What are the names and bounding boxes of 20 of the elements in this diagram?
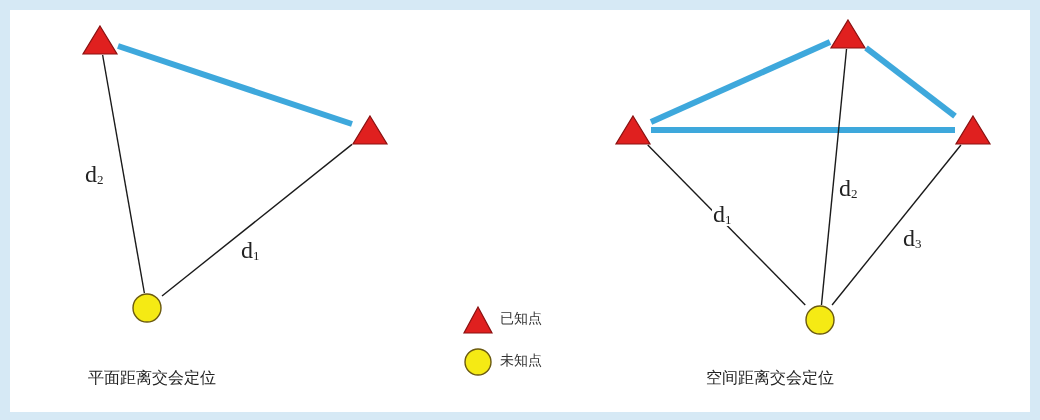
- diagram-caption: 空间距离交会定位: [706, 368, 834, 389]
- known-point-triangle: [82, 25, 118, 55]
- diagram-caption: 平面距离交会定位: [88, 368, 216, 389]
- baseline-line: [651, 127, 955, 133]
- known-point-triangle: [352, 115, 388, 145]
- legend-label: 未知点: [500, 352, 542, 370]
- distance-line: [161, 143, 353, 297]
- baseline-line: [864, 45, 957, 119]
- known-point-triangle: [955, 115, 991, 145]
- baseline-line: [649, 39, 832, 125]
- unknown-point-circle: [805, 305, 835, 335]
- distance-line: [820, 48, 848, 306]
- known-point-triangle: [830, 19, 866, 49]
- known-point-triangle: [615, 115, 651, 145]
- unknown-point-circle: [132, 293, 162, 323]
- distance-line: [647, 144, 806, 306]
- distance-line: [101, 54, 146, 294]
- legend-label: 已知点: [500, 310, 542, 328]
- baseline-line: [117, 43, 353, 127]
- distance-line: [831, 144, 962, 306]
